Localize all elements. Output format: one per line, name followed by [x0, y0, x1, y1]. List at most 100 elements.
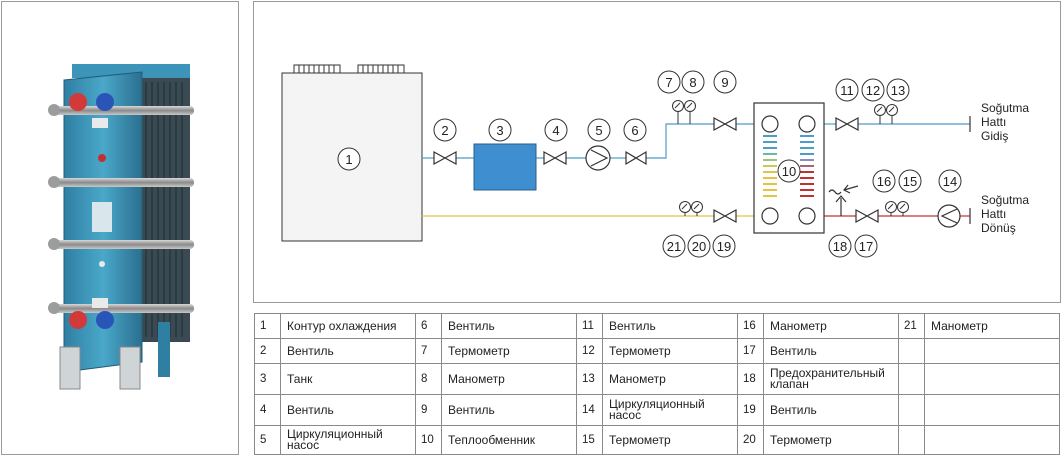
legend-number: 6 [415, 313, 442, 339]
legend-label: Термометр [763, 425, 899, 455]
legend-label: Манометр [441, 363, 577, 395]
safety-valve [828, 184, 859, 216]
legend-number: 7 [415, 338, 442, 364]
valve-4 [543, 150, 567, 166]
callout-10: 10 [782, 164, 796, 179]
legend-label: Вентиль [763, 394, 899, 426]
gauge-21 [679, 201, 691, 213]
callout-13: 13 [891, 83, 905, 98]
legend-number: 3 [254, 363, 281, 395]
legend-number: 12 [576, 338, 603, 364]
legend-number: 4 [254, 394, 281, 426]
legend-label [924, 394, 1060, 426]
legend-label: Циркуляционный насос [280, 425, 416, 455]
legend-label: Манометр [924, 313, 1060, 339]
callout-16: 16 [877, 174, 891, 189]
legend-label: Манометр [763, 313, 899, 339]
callout-8: 8 [689, 75, 696, 90]
pump-14 [937, 204, 961, 228]
piping-diagram: 1 2 3 4 5 6 7 8 9 10 11 12 13 [253, 1, 1061, 303]
callout-12: 12 [866, 83, 880, 98]
return-label-line2: Hattı [981, 207, 1006, 221]
legend-number: 5 [254, 425, 281, 455]
legend-label [924, 338, 1060, 364]
heat-exchanger-illustration [48, 64, 194, 390]
legend-number: 14 [576, 394, 603, 426]
legend-number: 21 [898, 313, 925, 339]
legend-number: 18 [737, 363, 764, 395]
callout-20: 20 [692, 239, 706, 254]
legend-label: Вентиль [763, 338, 899, 364]
legend-label: Вентиль [280, 338, 416, 364]
gauge-13 [886, 104, 898, 116]
legend-label: Танк [280, 363, 416, 395]
gauge-16 [885, 201, 897, 213]
valve-19 [713, 208, 737, 224]
callout-19: 19 [717, 239, 731, 254]
valve-6 [625, 150, 647, 166]
callout-2: 2 [441, 123, 448, 138]
gauge-12 [874, 104, 886, 116]
legend-number: 20 [737, 425, 764, 455]
supply-label-line3: Gidiş [981, 129, 1008, 143]
gauge-15 [897, 201, 909, 213]
callout-1: 1 [345, 152, 352, 167]
heat-exchanger-photo [1, 1, 239, 455]
valve-2 [433, 150, 457, 166]
pump-5 [585, 145, 611, 171]
callout-14: 14 [943, 174, 957, 189]
return-label-line1: Soğutma [981, 193, 1029, 207]
legend-number [898, 338, 925, 364]
legend-label: Контур охлаждения [280, 313, 416, 339]
legend-label: Вентиль [602, 313, 738, 339]
callout-18: 18 [833, 239, 847, 254]
gauge-8 [684, 100, 696, 112]
legend-label: Теплообменник [441, 425, 577, 455]
legend-label: Предохранительный клапан [763, 363, 899, 395]
callout-6: 6 [631, 123, 638, 138]
callout-7: 7 [665, 75, 672, 90]
gauge-7 [672, 100, 684, 112]
legend-number: 2 [254, 338, 281, 364]
legend-label: Вентиль [441, 394, 577, 426]
legend-label: Вентиль [280, 394, 416, 426]
valve-11 [835, 116, 859, 132]
legend-number: 19 [737, 394, 764, 426]
supply-label-line1: Soğutma [981, 101, 1029, 115]
callout-5: 5 [595, 123, 602, 138]
tank [473, 143, 537, 191]
legend-label: Манометр [602, 363, 738, 395]
legend-number: 15 [576, 425, 603, 455]
legend-label: Термометр [602, 425, 738, 455]
legend-number: 16 [737, 313, 764, 339]
legend-number: 17 [737, 338, 764, 364]
return-label-line3: Dönüş [981, 221, 1016, 235]
legend-number: 10 [415, 425, 442, 455]
valve-17 [855, 208, 879, 224]
legend-number: 13 [576, 363, 603, 395]
legend-number: 8 [415, 363, 442, 395]
callout-21: 21 [667, 239, 681, 254]
callout-3: 3 [496, 123, 503, 138]
supply-label-line2: Hattı [981, 115, 1006, 129]
legend-label [924, 363, 1060, 395]
valve-9 [713, 116, 737, 132]
callout-11: 11 [840, 83, 854, 98]
legend-number [898, 363, 925, 395]
legend-label: Термометр [441, 338, 577, 364]
legend-label: Циркуляционный насос [602, 394, 738, 426]
legend-number: 11 [576, 313, 603, 339]
legend-number [898, 425, 925, 455]
callout-9: 9 [721, 75, 728, 90]
legend-number: 9 [415, 394, 442, 426]
gauge-20 [691, 201, 703, 213]
callout-15: 15 [903, 174, 917, 189]
piping-schematic: 1 2 3 4 5 6 7 8 9 10 11 12 13 [281, 64, 1029, 258]
